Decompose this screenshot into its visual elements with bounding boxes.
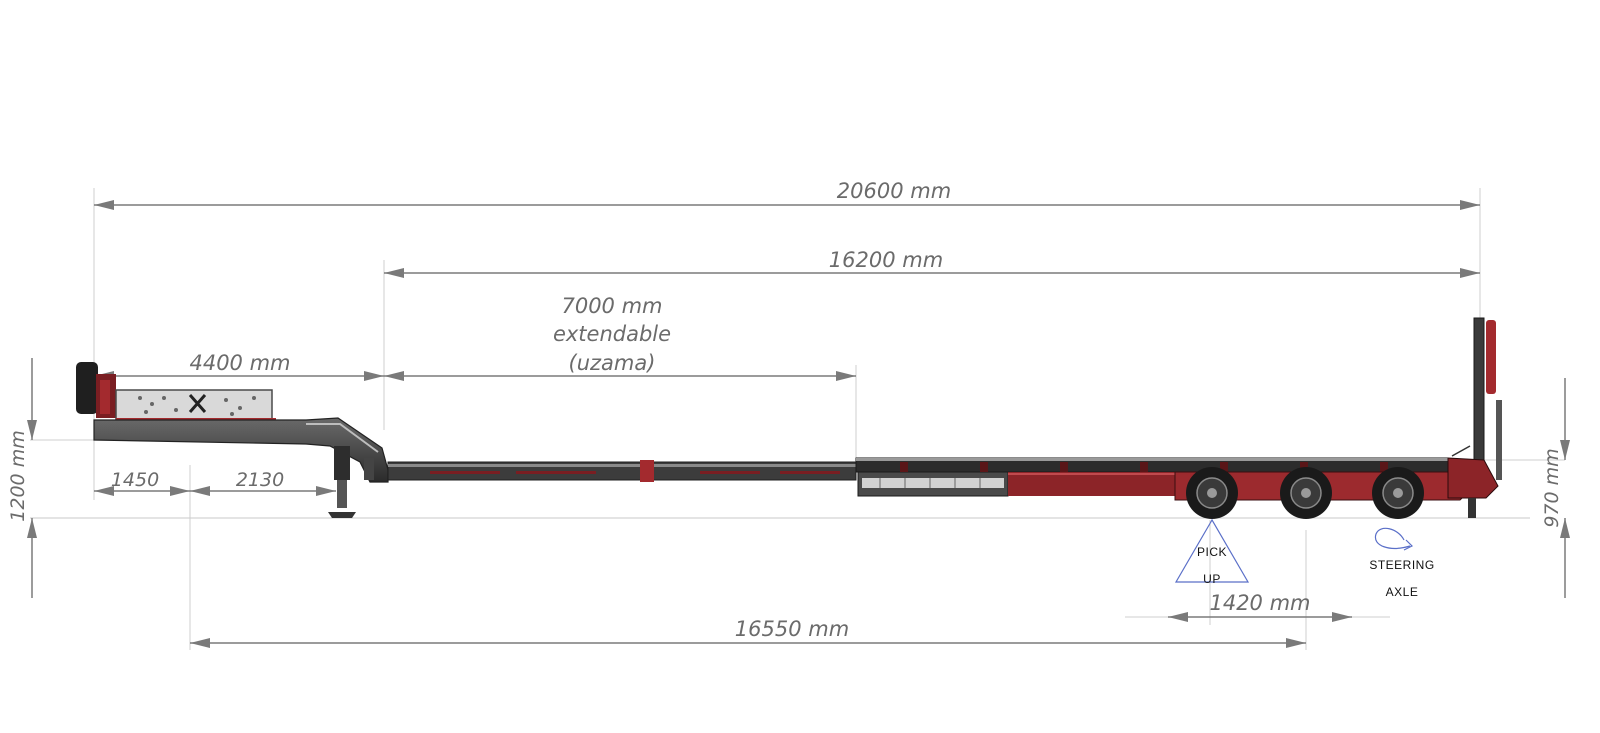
gooseneck-deck xyxy=(115,389,273,421)
steering-arrow-icon xyxy=(1374,527,1411,549)
gooseneck-length-label: 4400 mm xyxy=(189,351,290,375)
rear-height-label: 970 mm xyxy=(1541,448,1563,527)
extendable-label-3: (uzama) xyxy=(569,351,656,375)
pickup-triangle-icon xyxy=(1174,518,1250,583)
rear-ramp xyxy=(1447,317,1502,518)
wheel-1 xyxy=(1186,467,1238,519)
leg-distance-label: 2130 xyxy=(236,469,284,491)
steering-label-2: AXLE xyxy=(1386,585,1419,599)
dimension-lines xyxy=(27,200,1570,648)
wheelbase-label: 16550 mm xyxy=(735,617,849,641)
wheel-2 xyxy=(1280,467,1332,519)
wheel-3 xyxy=(1372,467,1424,519)
overall-length-label: 20600 mm xyxy=(837,179,951,203)
wheels xyxy=(1186,467,1424,519)
steering-label-1: STEERING xyxy=(1369,558,1434,572)
beam-clamp xyxy=(640,460,654,482)
pickup-label-1: PICK xyxy=(1197,545,1227,559)
gooseneck-body xyxy=(93,417,389,483)
kingpin-offset-label: 1450 xyxy=(111,469,159,491)
front-wall xyxy=(76,362,98,414)
extendable-label-2: extendable xyxy=(553,322,671,346)
front-height-label: 1200 mm xyxy=(7,430,29,521)
landing-leg xyxy=(328,446,374,518)
extendable-label-1: 7000 mm xyxy=(561,294,662,318)
pickup-label-2: UP xyxy=(1203,572,1221,586)
deck-length-label: 16200 mm xyxy=(829,248,943,272)
axle-spacing-label: 1420 mm xyxy=(1209,591,1310,615)
trailer xyxy=(76,317,1502,519)
